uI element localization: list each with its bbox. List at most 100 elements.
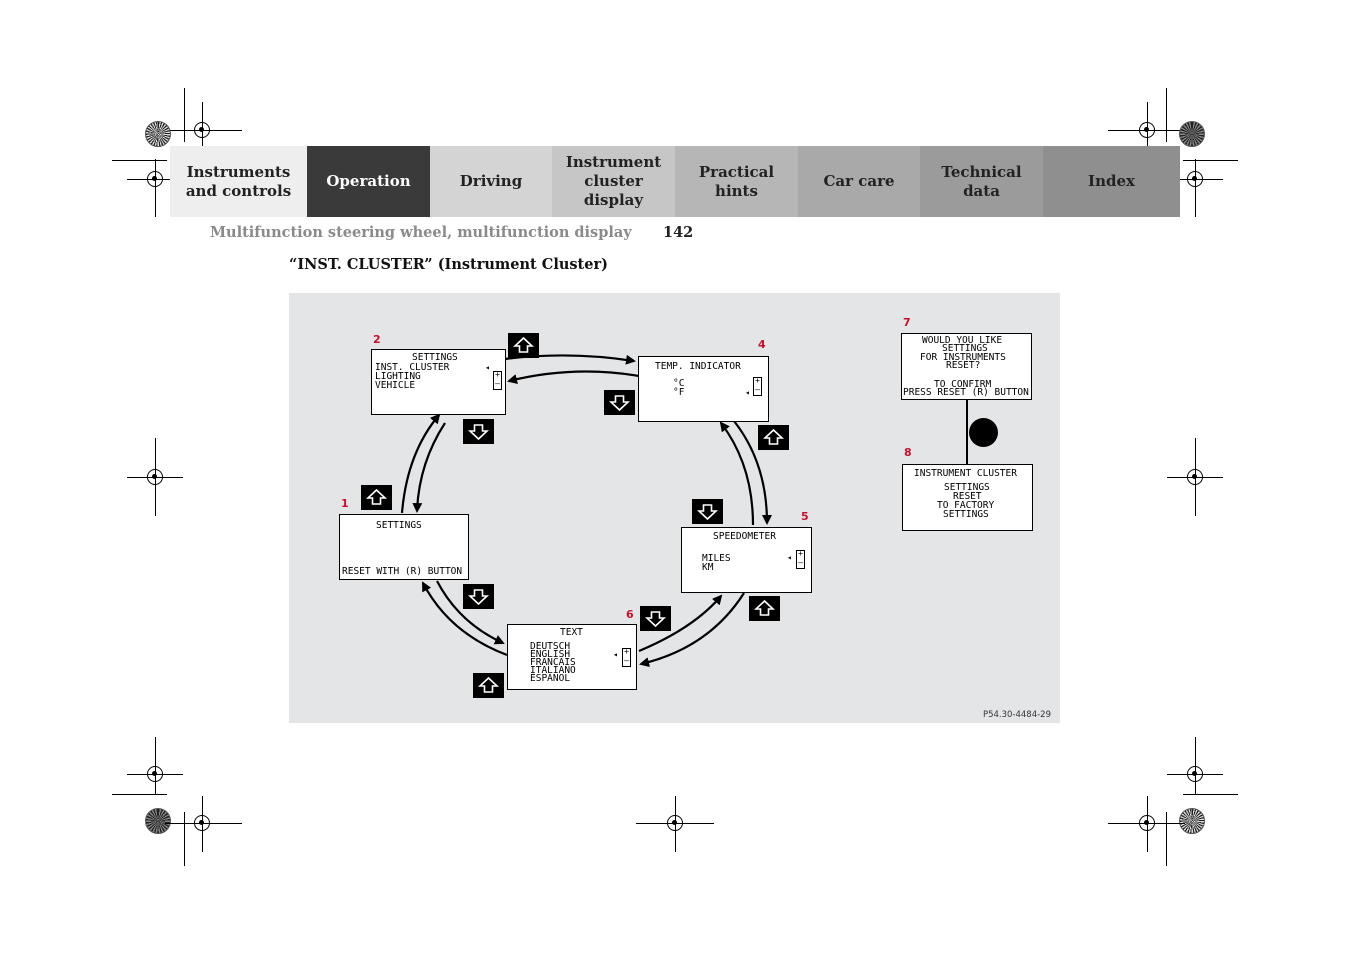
tab-operation[interactable]: Operation (307, 146, 430, 217)
step-number: 6 (626, 608, 634, 621)
tab-car-care[interactable]: Car care (798, 146, 920, 217)
display-line: SETTINGS (376, 520, 422, 531)
arrow-1-to-6 (436, 580, 505, 645)
reset-button-icon (969, 418, 998, 447)
registration-target-icon (194, 122, 210, 138)
display-line: TEMP. INDICATOR (655, 361, 741, 372)
display-line: TO CONFIRM (934, 379, 992, 390)
scroll-plus-minus-icon (753, 376, 762, 396)
display-line: TO FACTORY (937, 500, 995, 511)
registration-target-icon (147, 766, 163, 782)
display-line: SPEEDOMETER (713, 531, 776, 542)
up-arrow-button-icon (508, 333, 539, 358)
color-bar-icon (145, 121, 171, 147)
up-arrow-button-icon (361, 485, 392, 510)
arrow-5-to-4 (719, 421, 755, 526)
color-bar-icon (1179, 808, 1205, 834)
display-line: KM (702, 562, 714, 573)
scroll-plus-minus-icon (493, 370, 502, 390)
step-number: 7 (903, 316, 911, 329)
display-line: °C (673, 378, 685, 389)
arrow-1-to-2 (400, 413, 441, 514)
registration-target-icon (147, 171, 163, 187)
display-line: INSTRUMENT CLUSTER (914, 468, 1017, 479)
down-arrow-button-icon (463, 419, 494, 444)
tab-instrument-cluster-display[interactable]: Instrument cluster display (552, 146, 675, 217)
figure-code: P54.30-4484-29 (982, 710, 1051, 720)
arrow-5-to-6 (639, 592, 745, 668)
registration-target-icon (667, 815, 683, 831)
display-speedometer: SPEEDOMETER MILES KM ◂ (681, 527, 812, 593)
display-line: WOULD YOU LIKE (922, 335, 1003, 346)
tab-driving[interactable]: Driving (430, 146, 552, 217)
display-line: SETTINGS (944, 482, 990, 493)
scroll-plus-minus-icon (796, 549, 805, 569)
registration-target-icon (147, 469, 163, 485)
selection-pointer-icon: ◂ (745, 388, 750, 397)
display-reset-confirm: WOULD YOU LIKE SETTINGS FOR INSTRUMENTS … (901, 333, 1032, 400)
display-line: DEUTSCH (530, 641, 571, 652)
selection-pointer-icon: ◂ (787, 553, 792, 562)
running-header: Multifunction steering wheel, multifunct… (210, 224, 632, 241)
chapter-tabs: Instruments and controls Operation Drivi… (170, 146, 1180, 217)
registration-target-icon (1187, 171, 1203, 187)
display-line: RESET? (946, 360, 981, 371)
display-line: TEXT (560, 627, 583, 638)
registration-target-icon (1139, 815, 1155, 831)
up-arrow-button-icon (473, 673, 504, 698)
down-arrow-button-icon (640, 606, 671, 631)
down-arrow-button-icon (692, 499, 723, 524)
color-bar-icon (1179, 121, 1205, 147)
display-line: RESET (953, 491, 982, 502)
section-title: “INST. CLUSTER” (Instrument Cluster) (289, 256, 608, 273)
display-line: ENGLISH (530, 649, 571, 660)
tab-instruments-and-controls[interactable]: Instruments and controls (170, 146, 307, 217)
display-line: LIGHTING (375, 371, 421, 382)
down-arrow-button-icon (463, 584, 494, 609)
display-line: ITALIANO (530, 665, 576, 676)
display-line: SETTINGS (942, 343, 988, 354)
down-arrow-button-icon (604, 390, 635, 415)
step-number: 8 (904, 446, 912, 459)
display-line: °F (673, 387, 685, 398)
display-line: INST. CLUSTER (375, 362, 450, 373)
display-line: RESET WITH (R) BUTTON (342, 566, 463, 577)
arrow-6-to-1 (422, 581, 508, 657)
step-number: 5 (801, 510, 809, 523)
display-settings-menu: SETTINGS INST. CLUSTER LIGHTING VEHICLE … (371, 349, 506, 415)
step-number: 2 (373, 333, 381, 346)
display-factory-reset: INSTRUMENT CLUSTER SETTINGS RESET TO FAC… (902, 464, 1033, 531)
step-number: 4 (758, 338, 766, 351)
up-arrow-button-icon (749, 596, 780, 621)
display-temp-indicator: TEMP. INDICATOR °C °F ◂ (638, 356, 769, 422)
display-line: VEHICLE (375, 380, 416, 391)
selection-pointer-icon: ◂ (485, 363, 490, 372)
menu-flow-diagram: 1 SETTINGS RESET WITH (R) BUTTON 2 SETTI… (289, 293, 1060, 723)
display-line: MILES (702, 553, 731, 564)
registration-target-icon (194, 815, 210, 831)
page-number: 142 (663, 224, 694, 241)
display-line: ESPANOL (530, 673, 571, 684)
registration-target-icon (1139, 122, 1155, 138)
display-line: SETTINGS (943, 509, 989, 520)
selection-pointer-icon: ◂ (613, 650, 618, 659)
display-line: SETTINGS (412, 352, 458, 363)
display-line: FRANCAIS (530, 657, 576, 668)
display-line: PRESS RESET (R) BUTTON (903, 387, 1029, 398)
arrow-4-to-2 (507, 370, 640, 384)
arrow-4-to-5 (733, 420, 772, 525)
step-number: 1 (341, 497, 349, 510)
display-line: FOR INSTRUMENTS (920, 352, 1006, 363)
tab-practical-hints[interactable]: Practical hints (675, 146, 798, 217)
registration-target-icon (1187, 469, 1203, 485)
display-settings-reset: SETTINGS RESET WITH (R) BUTTON (339, 514, 469, 580)
scroll-plus-minus-icon (622, 647, 631, 667)
tab-technical-data[interactable]: Technical data (920, 146, 1043, 217)
up-arrow-button-icon (758, 425, 789, 450)
color-bar-icon (145, 808, 171, 834)
registration-target-icon (1187, 766, 1203, 782)
arrow-2-to-1 (412, 422, 446, 513)
tab-index[interactable]: Index (1043, 146, 1180, 217)
arrow-6-to-5 (638, 594, 723, 653)
display-text-language: TEXT DEUTSCH ENGLISH FRANCAIS ITALIANO E… (507, 624, 637, 690)
